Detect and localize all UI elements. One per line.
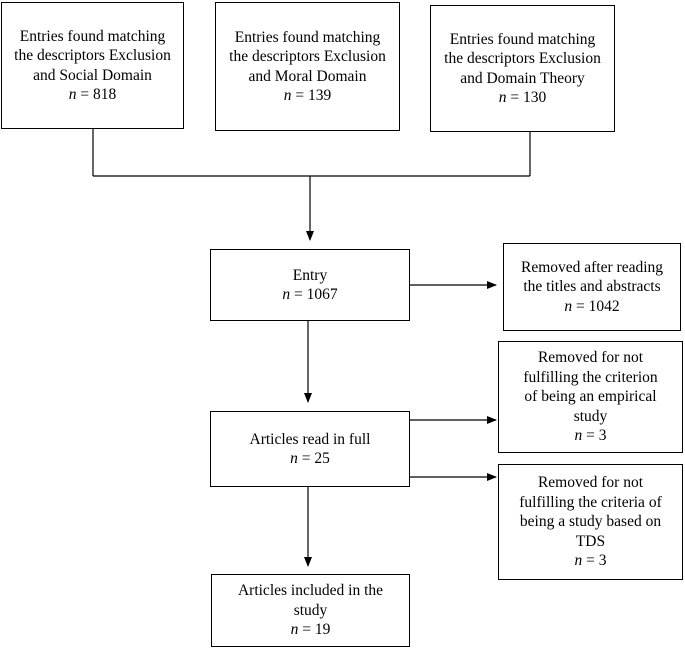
- n-label: n: [290, 621, 299, 639]
- box-line: and Moral Domain: [248, 67, 367, 85]
- box-line: being a study based on: [519, 513, 662, 531]
- box-count: n = 130: [499, 88, 547, 108]
- box-line: fulfilling the criterion: [523, 368, 658, 386]
- box-line: the titles and abstracts: [523, 278, 661, 296]
- box-count: n = 139: [284, 86, 332, 106]
- n-label: n: [574, 552, 583, 570]
- box-included: Articles included in the study n = 19: [211, 574, 410, 647]
- n-value: = 1067: [294, 286, 338, 303]
- box-removed-tds: Removed for not fulfilling the criteria …: [498, 464, 683, 580]
- box-line: TDS: [575, 532, 606, 550]
- box-source-theory: Entries found matching the descriptors E…: [430, 5, 615, 132]
- box-count: n = 1042: [564, 297, 619, 317]
- box-line: Entries found matching: [449, 30, 596, 48]
- n-value: = 139: [295, 87, 332, 104]
- box-line: the descriptors Exclusion: [14, 47, 171, 64]
- n-label: n: [564, 297, 573, 315]
- n-label: n: [498, 89, 507, 106]
- box-line: Articles included in the: [237, 582, 384, 600]
- box-count: n = 3: [575, 551, 607, 571]
- box-count: n = 3: [575, 426, 607, 446]
- box-line: the descriptors Exclusion: [444, 50, 601, 67]
- box-count: n = 818: [69, 85, 117, 105]
- n-value: = 3: [586, 552, 607, 570]
- box-line: Articles read in full: [249, 430, 371, 448]
- n-value: = 130: [510, 89, 547, 106]
- n-value: = 3: [586, 427, 607, 445]
- box-line: Entry: [292, 266, 328, 284]
- box-line: study: [573, 407, 608, 425]
- n-value: = 25: [301, 450, 330, 467]
- box-count: n = 19: [291, 620, 331, 640]
- n-label: n: [68, 86, 77, 103]
- n-value: = 1042: [576, 297, 620, 315]
- box-line: Entries found matching: [19, 27, 166, 45]
- box-line: Entries found matching: [234, 28, 381, 46]
- box-line: Removed for not: [537, 349, 644, 367]
- box-line: of being an empirical: [524, 388, 657, 406]
- n-label: n: [283, 87, 292, 104]
- box-line: and Social Domain: [33, 66, 152, 84]
- box-line: Removed after reading: [520, 258, 664, 276]
- box-source-social: Entries found matching the descriptors E…: [1, 2, 184, 129]
- n-value: = 19: [302, 621, 331, 639]
- box-line: Removed for not: [537, 474, 644, 492]
- box-removed-empirical: Removed for not fulfilling the criterion…: [498, 341, 683, 453]
- box-count: n = 25: [290, 449, 330, 469]
- n-value: = 818: [80, 86, 117, 103]
- box-line: the descriptors Exclusion: [229, 48, 386, 65]
- box-removed-titles: Removed after reading the titles and abs…: [503, 243, 681, 331]
- n-label: n: [574, 427, 583, 445]
- box-line: fulfilling the criteria of: [519, 493, 662, 511]
- box-entry: Entry n = 1067: [210, 249, 410, 321]
- box-read-full: Articles read in full n = 25: [210, 411, 410, 487]
- box-source-moral: Entries found matching the descriptors E…: [215, 2, 400, 131]
- n-label: n: [290, 450, 298, 467]
- box-line: study: [293, 601, 328, 619]
- box-line: and Domain Theory: [460, 69, 585, 87]
- n-label: n: [282, 286, 291, 303]
- box-count: n = 1067: [282, 285, 337, 305]
